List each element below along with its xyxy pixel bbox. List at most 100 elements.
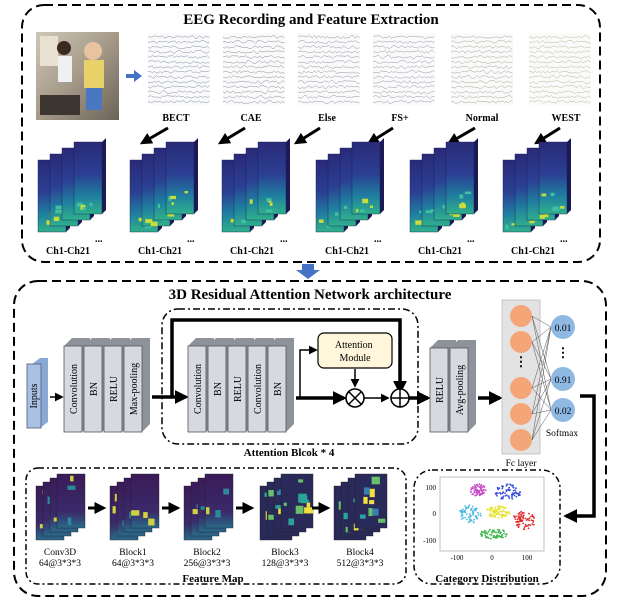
- spectrogram-stack: [315, 138, 384, 233]
- head-layer-relu: RELU: [429, 340, 456, 433]
- softmax-ellipsis: ⋮: [557, 345, 570, 360]
- fm-name-block3: Block3: [271, 548, 299, 558]
- block-label-bn-1: BN: [213, 382, 224, 396]
- bottom-panel-title: 3D Residual Attention Network architectu…: [169, 287, 452, 303]
- fc-softmax-connections: [531, 315, 552, 441]
- attention-module: Attention Module: [317, 332, 393, 369]
- channel-labels: Ch1-Ch21 Ch1-Ch21 Ch1-Ch21 Ch1-Ch21 Ch1-…: [46, 246, 555, 257]
- spectrogram-stack: [409, 138, 478, 233]
- channel-label: Ch1-Ch21: [511, 246, 555, 257]
- fc-node: [510, 429, 532, 451]
- class-label-cae: CAE: [240, 113, 261, 124]
- softmax-value-2: 0.91: [555, 376, 572, 386]
- fm-shape-conv3d: 64@3*3*3: [39, 559, 81, 569]
- eeg-waveform-thumb: [222, 33, 285, 105]
- block-layer-bn-2: BN: [267, 338, 294, 433]
- fc-layer-label: Fc layer: [506, 459, 538, 469]
- residual-skip-connection: [170, 318, 407, 397]
- layer-relu: RELU: [103, 338, 130, 433]
- stem-label-bn: BN: [89, 382, 100, 396]
- eeg-recording-photo: [36, 32, 119, 120]
- eeg-waveform-thumb: [297, 33, 360, 105]
- eeg-waveform-thumb: [372, 33, 435, 105]
- fm-shape-block4: 512@3*3*3: [337, 559, 384, 569]
- tsne-clusters: [459, 483, 535, 540]
- attention-block-border: [161, 308, 419, 445]
- ellipsis: ...: [187, 234, 195, 245]
- spectrogram-stack: [502, 138, 571, 233]
- block-label-convolution-2: Convolution: [253, 364, 264, 414]
- panel-connector-arrow: [296, 264, 320, 279]
- head-layers: RELU Avg-pooling: [429, 340, 476, 433]
- tsne-cluster: [494, 483, 522, 500]
- fm-name-block1: Block1: [119, 548, 147, 558]
- stem-layers: Convolution BN RELU Max-pooling: [63, 338, 150, 433]
- fc-layer: ⋮: [501, 299, 541, 455]
- block-layer-relu: RELU: [227, 338, 254, 433]
- stem-label-relu: RELU: [109, 375, 120, 402]
- fm-shape-block3: 128@3*3*3: [262, 559, 309, 569]
- attention-block-label: Attention Blcok * 4: [244, 447, 335, 459]
- class-label-fs: FS+: [391, 113, 409, 124]
- spectrogram-stack: [37, 138, 106, 233]
- softmax-value-1: 0.01: [555, 324, 572, 334]
- ellipsis: ...: [95, 234, 103, 245]
- ellipsis-labels: ... ... ... ... ... ...: [95, 234, 568, 245]
- bottom-panel-border: [13, 280, 607, 597]
- softmax-node: [551, 315, 575, 339]
- scatter-xtick: 0: [490, 554, 494, 562]
- category-distribution-title: Category Distribution: [435, 573, 539, 585]
- fc-node: [510, 305, 532, 327]
- block-label-convolution-1: Convolution: [193, 364, 204, 414]
- channel-label: Ch1-Ch21: [46, 246, 90, 257]
- top-panel-title: EEG Recording and Feature Extraction: [183, 12, 439, 28]
- softmax-node: [551, 367, 575, 391]
- block-label-bn-2: BN: [273, 382, 284, 396]
- scatter-ytick: -100: [423, 537, 436, 545]
- inputs-label: Inputs: [29, 383, 40, 408]
- scatter-axes: 100 0 -100 -100 0 100: [423, 476, 545, 562]
- block-layer-bn-1: BN: [207, 338, 234, 433]
- feature-map-border: [25, 467, 407, 585]
- block-layer-convolution-1: Convolution: [187, 338, 214, 433]
- head-label-relu: RELU: [435, 376, 446, 403]
- head-layer-avg-pooling: Avg-pooling: [449, 340, 476, 433]
- fm-shape-block1: 64@3*3*3: [112, 559, 154, 569]
- softmax-label: Softmax: [546, 428, 578, 439]
- attention-module-label: Attention Module: [335, 340, 375, 364]
- inputs-layer: Inputs: [26, 358, 48, 429]
- feature-map-stack: [109, 473, 160, 541]
- tsne-cluster: [513, 510, 535, 531]
- channel-label: Ch1-Ch21: [325, 246, 369, 257]
- layer-bn: BN: [83, 338, 110, 433]
- tsne-cluster: [486, 505, 511, 519]
- fc-node: [510, 403, 532, 425]
- channel-label: Ch1-Ch21: [230, 246, 274, 257]
- feature-map-stacks: [35, 473, 388, 541]
- feature-map-stack: [183, 473, 234, 541]
- tsne-cluster: [479, 528, 508, 540]
- stem-label-max-pooling: Max-pooling: [129, 363, 140, 415]
- class-label-bect: BECT: [162, 113, 190, 124]
- head-label-avg-pooling: Avg-pooling: [455, 365, 466, 415]
- class-label-west: WEST: [552, 113, 581, 124]
- photo-to-eeg-arrow: [126, 70, 142, 82]
- arrow-to-attention-module: [299, 345, 318, 398]
- layer-convolution: Convolution: [63, 338, 90, 433]
- feature-map-stack: [333, 473, 388, 541]
- fc-node: [510, 377, 532, 399]
- feature-map-stack: [35, 473, 86, 541]
- block-layer-convolution-2: Convolution: [247, 338, 274, 433]
- fc-ellipsis: ⋮: [515, 354, 528, 369]
- feature-map-stack: [259, 473, 314, 541]
- eeg-waveform-thumb: [528, 33, 591, 105]
- fc-node: [510, 331, 532, 353]
- eeg-waveform-thumb: [450, 33, 513, 105]
- top-panel-border: [21, 4, 601, 263]
- channel-label: Ch1-Ch21: [138, 246, 182, 257]
- scatter-xtick: -100: [451, 554, 464, 562]
- eeg-waveform-thumb: [147, 33, 210, 105]
- scatter-xtick: 100: [522, 554, 533, 562]
- class-label-else: Else: [318, 113, 336, 124]
- feature-map-title: Feature Map: [182, 573, 243, 585]
